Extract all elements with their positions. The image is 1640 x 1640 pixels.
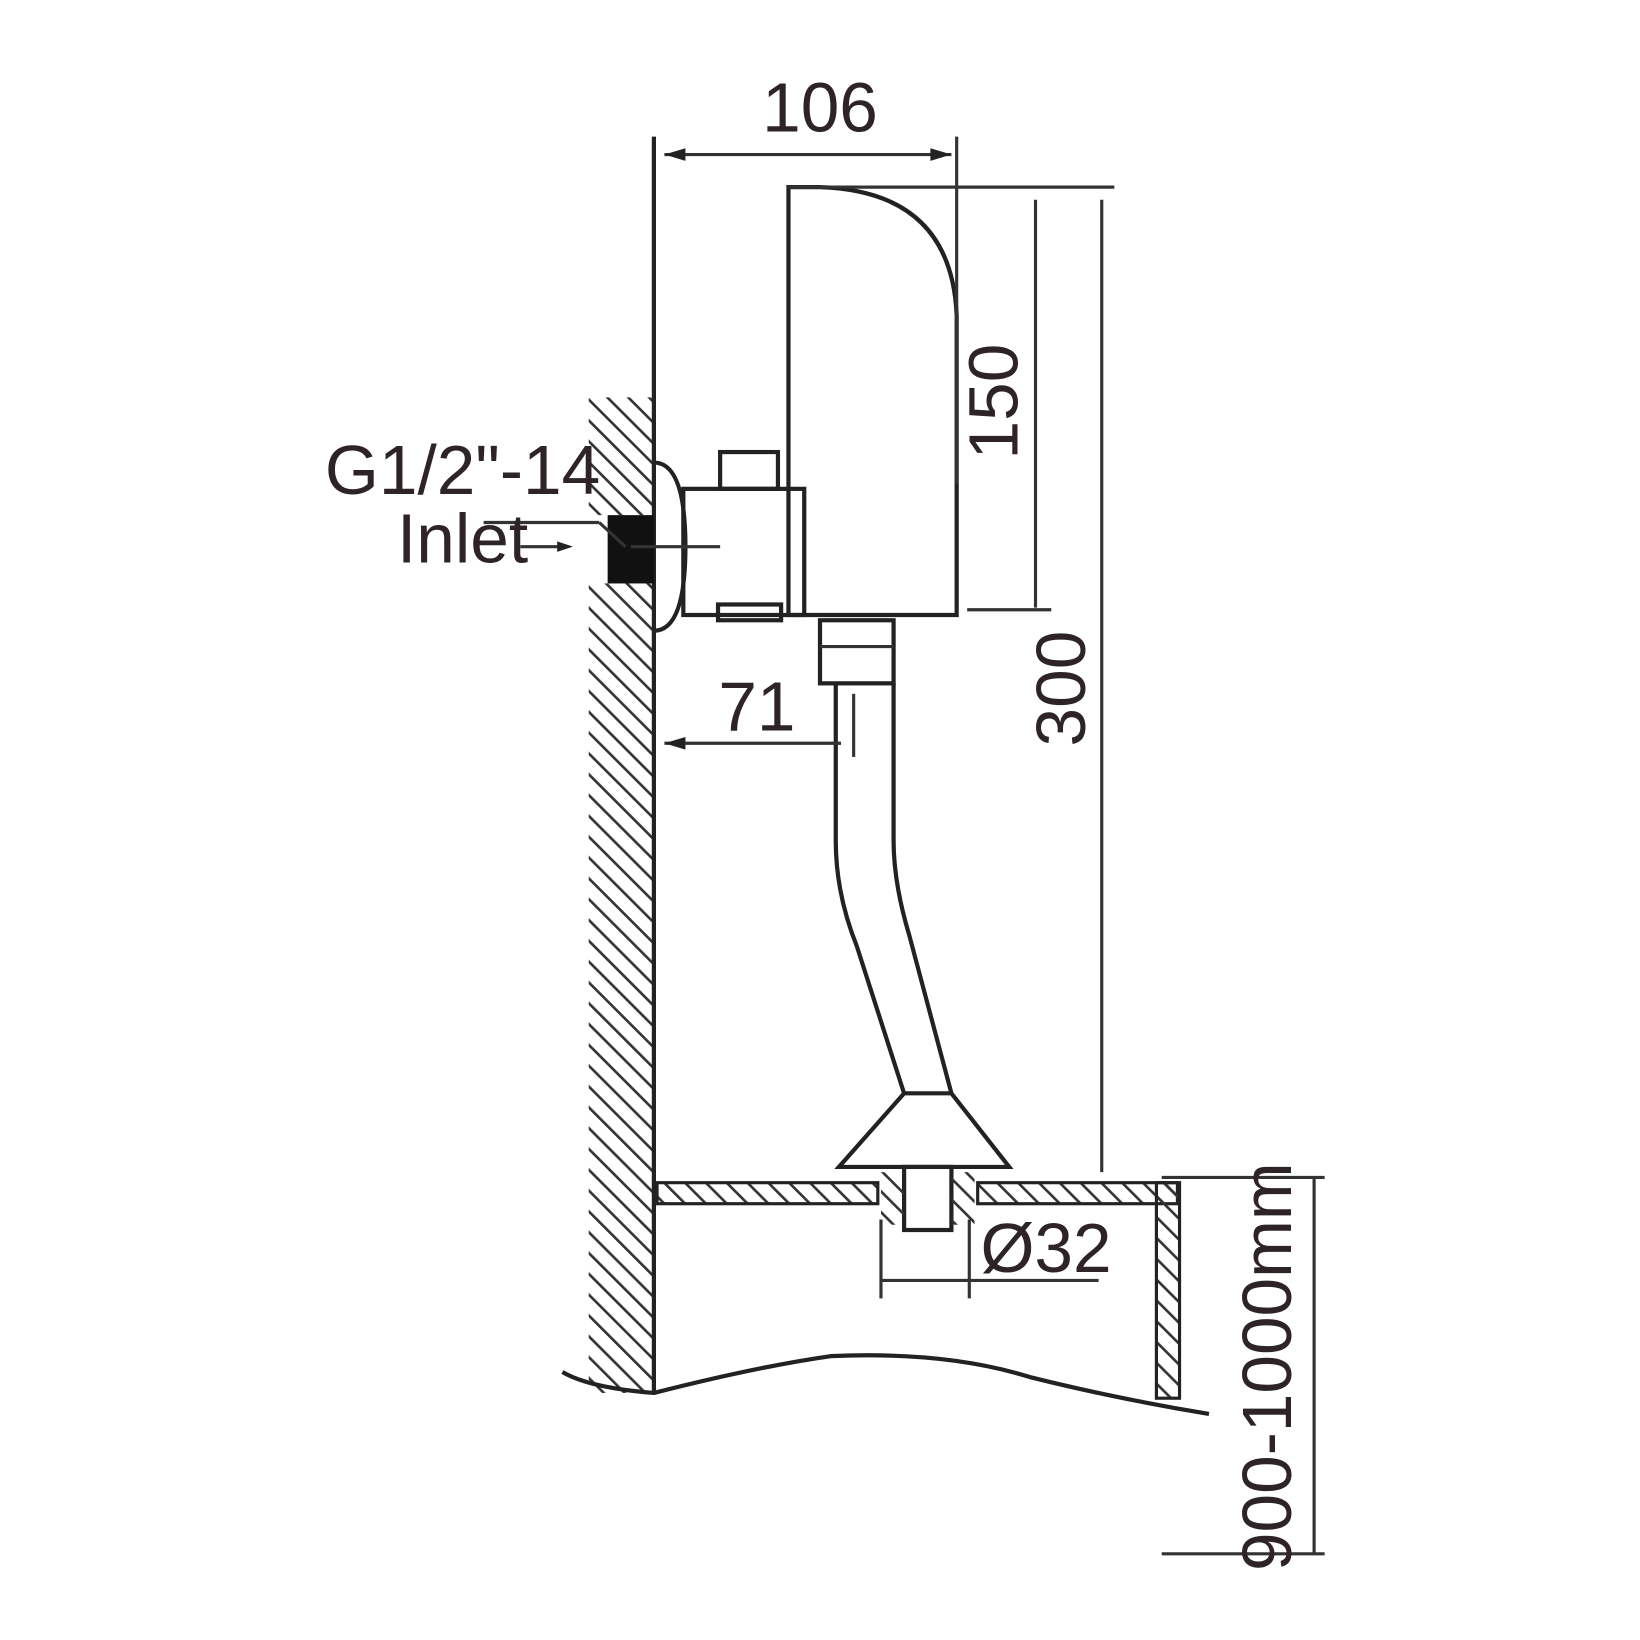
valve-assembly	[630, 185, 1014, 1233]
dim-300-label: 300	[1022, 631, 1100, 747]
dimension-diameter: Ø32	[879, 1209, 1112, 1299]
inlet-label: Inlet	[397, 499, 528, 577]
dim-mounting-height-label: 900-1000mm	[1228, 1162, 1306, 1571]
inlet-callout: G1/2"-14 Inlet	[325, 431, 627, 577]
dim-150-label: 150	[955, 344, 1033, 460]
thread-label: G1/2"-14	[325, 431, 600, 509]
flush-pipe	[833, 683, 907, 1094]
inlet-arrow-icon	[557, 541, 573, 552]
sensor-housing	[786, 185, 959, 618]
dimension-mounting-height: 900-1000mm	[1161, 1162, 1325, 1571]
dim-diameter-label: Ø32	[980, 1209, 1111, 1287]
dim-71-label: 71	[718, 668, 795, 746]
valve-block	[681, 486, 807, 618]
dim-106-label: 106	[762, 68, 878, 146]
dimension-106: 106	[664, 68, 959, 484]
wall	[588, 136, 656, 1393]
outlet-nut	[817, 618, 896, 686]
dimension-300: 300	[1022, 199, 1104, 1173]
valve-button	[718, 449, 781, 491]
pipe-cone	[834, 1091, 1014, 1170]
inlet-fitting	[607, 515, 654, 584]
urinal	[561, 1181, 1210, 1417]
dimension-71: 71	[664, 668, 842, 750]
dimension-150: 150	[788, 185, 1115, 612]
